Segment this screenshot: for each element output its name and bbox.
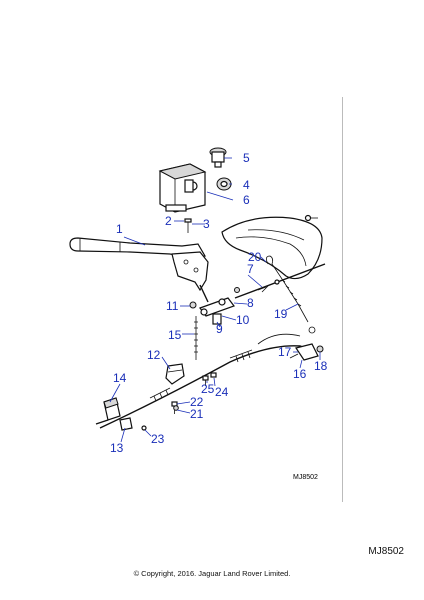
callout-6: 6 — [243, 193, 250, 207]
copyright-notice: © Copyright, 2016. Jaguar Land Rover Lim… — [133, 569, 291, 578]
screw — [184, 218, 192, 233]
callout-4: 4 — [243, 178, 250, 192]
leader-lines — [109, 157, 321, 443]
callout-14: 14 — [113, 371, 127, 385]
compensator-link — [189, 297, 235, 325]
diagram-frame-line — [342, 97, 343, 502]
callout-2: 2 — [165, 214, 172, 228]
bolts — [141, 372, 217, 431]
callout-11: 11 — [166, 299, 179, 313]
callout-3: 3 — [203, 217, 210, 231]
callout-16: 16 — [293, 367, 307, 381]
callout-19: 19 — [274, 307, 288, 321]
callout-10: 10 — [236, 313, 250, 327]
callouts: 1 2 3 4 5 6 7 8 9 10 11 12 13 14 15 16 1… — [110, 151, 328, 455]
callout-15: 15 — [168, 328, 182, 342]
diagram-reference-code: MJ8502 — [368, 546, 404, 557]
return-spring — [266, 255, 316, 334]
lower-bracket — [103, 397, 121, 421]
callout-5: 5 — [243, 151, 250, 165]
mounting-bracket — [158, 163, 207, 213]
rear-cable — [95, 333, 317, 429]
callout-12: 12 — [147, 348, 161, 362]
callout-7: 7 — [247, 262, 254, 276]
callout-17: 17 — [278, 345, 292, 359]
callout-25: 25 — [201, 382, 215, 396]
lever-gaiter — [221, 216, 323, 280]
callout-23: 23 — [151, 432, 165, 446]
callout-8: 8 — [247, 296, 254, 310]
callout-1: 1 — [116, 222, 123, 236]
intermediate-spring — [194, 316, 198, 360]
handbrake-lever — [69, 237, 209, 303]
abutment-bracket — [289, 343, 324, 361]
callout-20: 20 — [248, 250, 262, 264]
callout-21: 21 — [190, 407, 204, 421]
switch-cap — [209, 147, 227, 168]
callout-24: 24 — [215, 385, 229, 399]
cover-screw — [304, 214, 318, 222]
callout-18: 18 — [314, 359, 328, 373]
diagram-reference-inner: MJ8502 — [293, 474, 318, 481]
cable-guide — [165, 363, 185, 385]
clip — [234, 287, 240, 293]
callout-9: 9 — [216, 322, 223, 336]
grommet — [216, 177, 232, 191]
callout-13: 13 — [110, 441, 124, 455]
front-cable — [234, 263, 326, 299]
callout-22: 22 — [190, 395, 204, 409]
retainer-clip — [119, 417, 133, 431]
parts-illustration — [69, 147, 326, 431]
